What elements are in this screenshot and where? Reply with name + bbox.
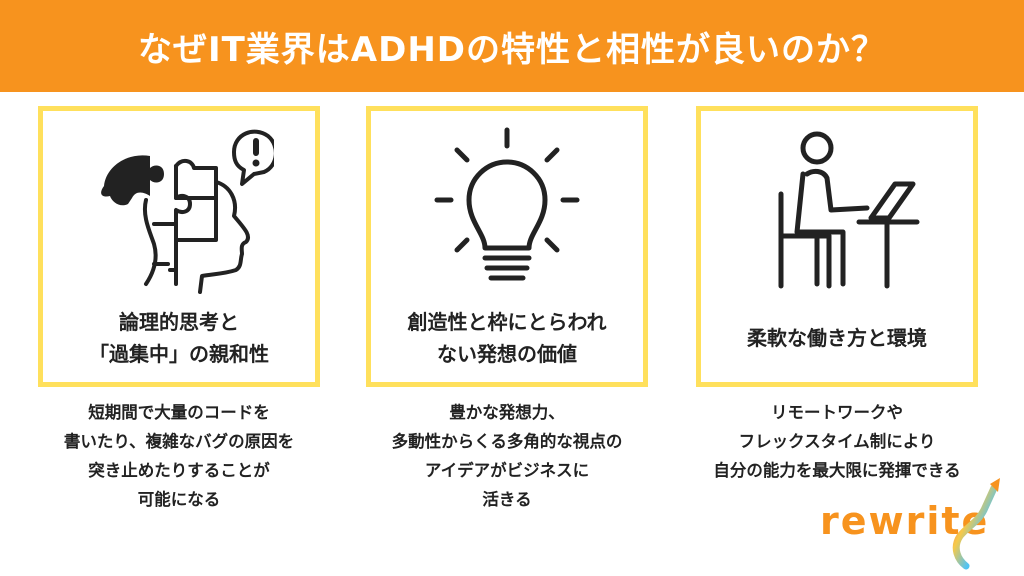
page-title: なぜIT業界はADHDの特性と相性が良いのか？ [137,29,887,70]
card-flexible-work: 柔軟な働き方と環境 [696,106,978,387]
card-label: 創造性と枠にとらわれ ない発想の価値 [371,299,643,377]
card-label-line: 創造性と枠にとらわれ [407,310,607,334]
description-line: アイデアがビジネスに [424,461,590,480]
puzzle-head-icon [101,129,274,294]
description-line: 突き止めたりすることが [88,461,270,480]
title-banner: なぜIT業界はADHDの特性と相性が良いのか？ [0,0,1024,92]
card-label-line: 論理的思考と [119,310,239,334]
description-line: リモートワークや [771,403,903,422]
card-description: リモートワークや フレックスタイム制により 自分の能力を最大限に発揮できる [667,398,1007,485]
description-line: フレックスタイム制により [738,432,936,451]
card-label-line: 柔軟な働き方と環境 [747,326,927,350]
card-logical-thinking: 論理的思考と 「過集中」の親和性 [38,106,320,387]
card-label-line: 「過集中」の親和性 [89,342,269,366]
card-label: 論理的思考と 「過集中」の親和性 [43,299,315,377]
person-at-laptop-icon [778,131,920,289]
description-line: 自分の能力を最大限に発揮できる [713,461,961,480]
card-label-line: ない発想の価値 [437,342,577,366]
card-description: 豊かな発想力、 多動性からくる多角的な視点の アイデアがビジネスに 活きる [337,398,677,514]
rewrite-logo: rewrite [820,478,1000,570]
card-icon-wrap [701,119,973,299]
description-line: 可能になる [137,490,221,509]
card-creativity: 創造性と枠にとらわれ ない発想の価値 [366,106,648,387]
lightbulb-icon [434,127,580,281]
description-line: 多動性からくる多角的な視点の [391,432,623,451]
card-icon-wrap [371,119,643,299]
card-description: 短期間で大量のコードを 書いたり、複雑なバグの原因を 突き止めたりすることが 可… [9,398,349,514]
description-line: 書いたり、複雑なバグの原因を [63,432,295,451]
description-line: 活きる [482,490,532,509]
description-line: 豊かな発想力、 [449,403,565,422]
card-label: 柔軟な働き方と環境 [701,299,973,377]
description-line: 短期間で大量のコードを [88,403,270,422]
card-icon-wrap [43,119,315,299]
